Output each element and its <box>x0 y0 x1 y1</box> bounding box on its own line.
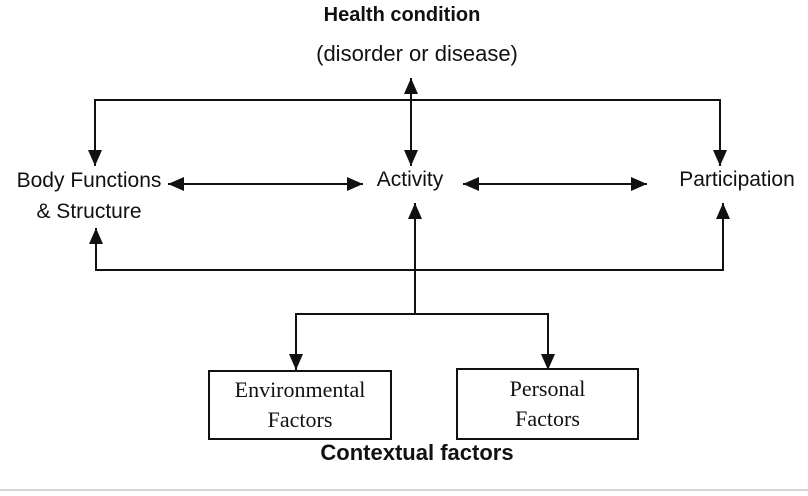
disorder-disease-label: (disorder or disease) <box>316 41 518 66</box>
personal-factors-line2: Factors <box>515 406 580 431</box>
arrow-healthcondition-to-sides <box>88 99 727 166</box>
environmental-factors-line1: Environmental <box>234 377 366 402</box>
activity-label: Activity <box>376 168 444 191</box>
participation-label: Participation <box>679 168 795 191</box>
personal-factors-line1: Personal <box>509 376 586 401</box>
personal-factors-box: Personal Factors <box>456 368 639 440</box>
body-functions-line1: Body Functions <box>16 169 162 192</box>
arrow-contextual-return-loop <box>89 203 730 271</box>
body-functions-label: Body Functions & Structure <box>17 165 162 227</box>
health-condition-label: Health condition <box>323 4 481 26</box>
contextual-factors-caption: Contextual factors <box>320 440 514 465</box>
environmental-factors-line2: Factors <box>267 407 333 432</box>
bottom-divider-line <box>0 489 808 491</box>
body-functions-line2: & Structure <box>36 200 142 223</box>
arrow-bracket-to-factor-boxes <box>289 313 555 370</box>
environmental-factors-box: Environmental Factors <box>208 370 392 440</box>
